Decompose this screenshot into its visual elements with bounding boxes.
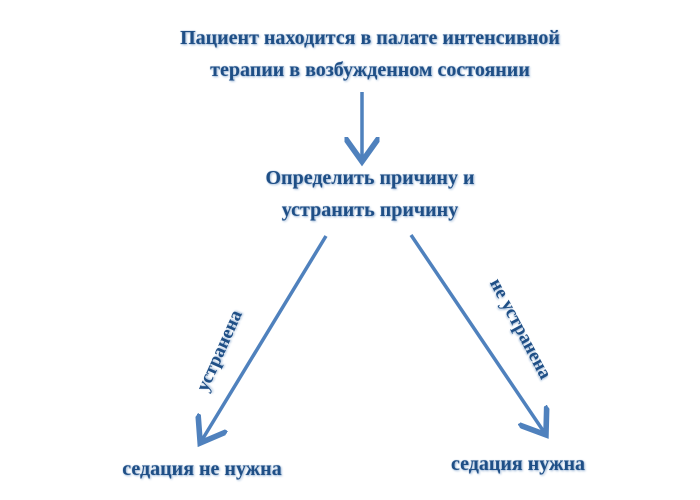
node-no-sedation: седация не нужна <box>92 453 312 485</box>
node-sedation-needed-text: седация нужна <box>450 453 585 475</box>
node-agitated-patient-line1: Пациент находится в палате интенсивной <box>180 27 560 49</box>
node-sedation-needed: седация нужна <box>428 448 608 480</box>
node-agitated-patient: Пациент находится в палате интенсивной т… <box>100 22 640 86</box>
node-agitated-patient-line2: терапии в возбужденном состоянии <box>210 59 530 81</box>
node-find-cause-line2: устранить причину <box>281 199 459 221</box>
node-no-sedation-text: седация не нужна <box>122 458 282 480</box>
arrow-middle-to-left <box>202 235 328 440</box>
node-find-cause: Определить причину и устранить причину <box>180 162 560 226</box>
arrow-middle-to-right <box>409 234 544 432</box>
node-find-cause-line1: Определить причину и <box>265 167 475 189</box>
